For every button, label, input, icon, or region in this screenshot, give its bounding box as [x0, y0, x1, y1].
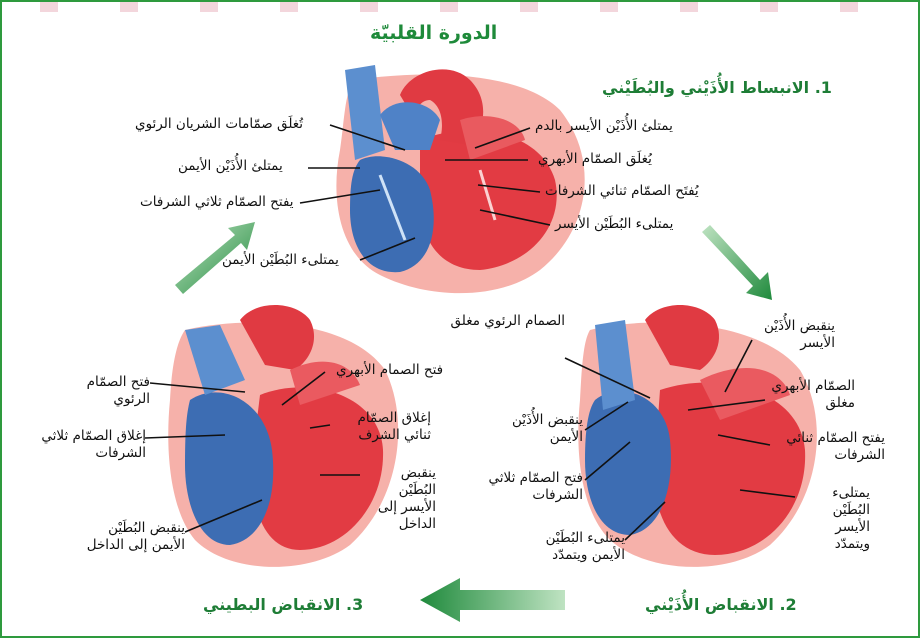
- label-s2-right-ventricle-fill: يمتلىء البُطَيْن الأيمن ويتمدّد: [510, 530, 625, 564]
- label-s2-aortic-closed: الصمّام الأبهري مغلق: [770, 378, 855, 412]
- cycle-arrow-3: [420, 578, 565, 622]
- label-s2-left-atrium-contract: ينقبض الأُذَيْن الأيسر: [745, 318, 835, 352]
- right-ventricle: [585, 391, 671, 535]
- label-s2-pulmonary-closed: الصمام الرئوي مغلق: [445, 313, 565, 330]
- label-s2-left-ventricle-fill: يمتلىء البُطَيْن الأيسر ويتمدّد: [800, 485, 870, 553]
- label-s3-left-ventricle-contract: ينقبض البُطَيْن الأيسر إلى الداخل: [366, 465, 436, 533]
- cycle-arrow-2: [702, 225, 772, 300]
- label-s1-right-ventricle-fill: يمتلىء البُطَيْن الأيمن: [222, 252, 339, 269]
- stage-2-heading: 2. الانقباض الأُذَيْني: [645, 595, 797, 614]
- stage-3-heading: 3. الانقباض البطيني: [203, 595, 363, 614]
- label-s3-mitral-close: إغلاق الصمّام ثنائي الشرف: [336, 410, 431, 444]
- label-s1-mitral-open: يُفتَح الصمّام ثنائي الشرفات: [545, 183, 699, 200]
- label-s1-aortic-close: يُغلَق الصمّام الأبهري: [538, 151, 652, 168]
- label-s3-right-ventricle-contract: ينقبض البُطَيْن الأيمن إلى الداخل: [80, 520, 185, 554]
- stage-1-heading: 1. الانبساط الأُذَيْني والبُطَيْني: [602, 78, 832, 97]
- label-s1-left-atrium-fill: يمتلئ الأُذَيْن الأيسر بالدم: [535, 118, 673, 135]
- label-s3-tricuspid-close: إغلاق الصمّام ثلاثي الشرفات: [38, 428, 146, 462]
- label-s2-tricuspid-open: فتح الصمّام ثلاثي الشرفات: [478, 470, 583, 504]
- label-s1-left-ventricle-fill: يمتلىء البُطَيْن الأيسر: [555, 216, 673, 233]
- label-s1-pulmonary-close: تُغلَق صمّامات الشريان الرئوي: [135, 116, 303, 133]
- label-s1-right-atrium-fill: يمتلئ الأُذَيْن الأيمن: [178, 158, 283, 175]
- diagram-title: الدورة القلبيّة: [370, 22, 497, 44]
- label-s3-pulmonary-open: فتح الصمّام الرئوي: [50, 374, 150, 408]
- label-s1-tricuspid-open: يفتح الصمّام ثلاثي الشرفات: [140, 194, 294, 211]
- heart-diastole: [336, 65, 584, 293]
- label-s3-aortic-open: فتح الصمام الأبهري: [336, 362, 443, 379]
- label-s2-mitral-open: يفتح الصمّام ثنائي الشرفات: [775, 430, 885, 464]
- label-s2-right-atrium-contract: ينقبض الأُذَيْن الأيمن: [478, 412, 583, 446]
